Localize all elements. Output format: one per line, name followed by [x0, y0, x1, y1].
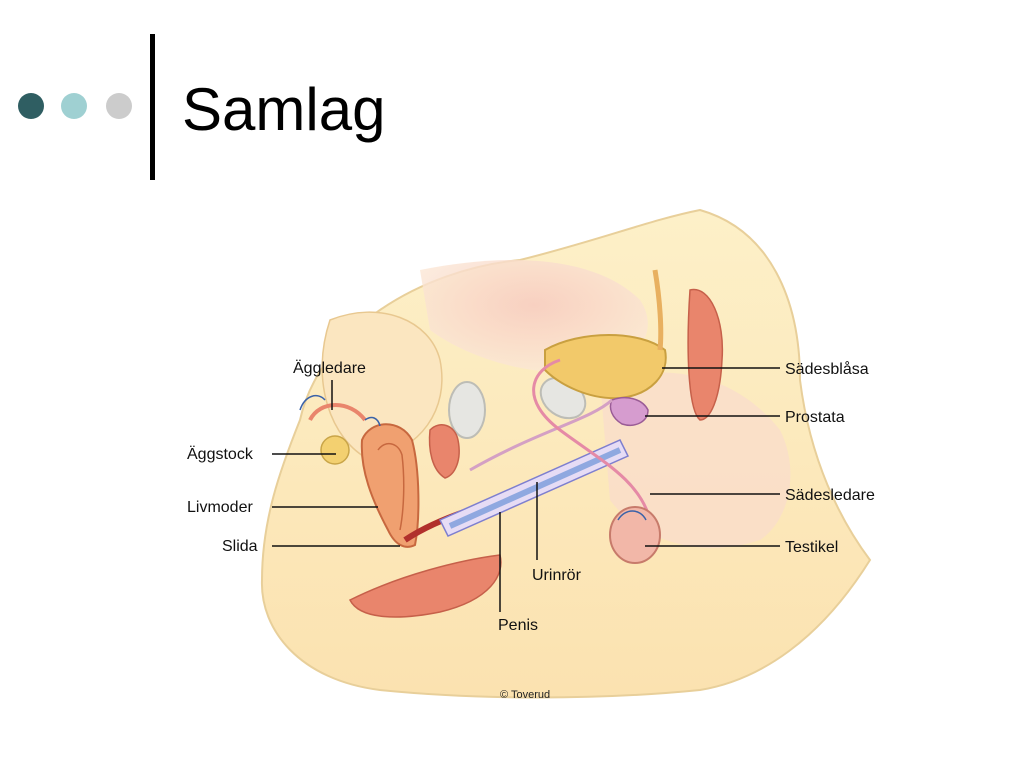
label-aggstock: Äggstock — [187, 445, 254, 463]
bullet-dot-gray — [106, 93, 132, 119]
bullet-dot-dark — [18, 93, 44, 119]
label-sadesledare: Sädesledare — [785, 487, 875, 504]
title-divider — [150, 34, 155, 180]
label-aggledare: Äggledare — [293, 359, 366, 377]
title-bullet-dots — [18, 93, 134, 121]
credit-text: © Toverud — [500, 689, 550, 701]
label-slida: Slida — [222, 538, 258, 555]
leader-lines — [272, 367, 780, 612]
label-urinror: Urinrör — [532, 567, 582, 584]
label-prostata: Prostata — [785, 409, 845, 426]
background-tissue — [260, 208, 872, 699]
label-sadesblasa: Sädesblåsa — [785, 360, 869, 378]
male-organs — [438, 269, 667, 564]
bullet-dot-light — [61, 93, 87, 119]
label-testikel: Testikel — [785, 539, 838, 556]
slide-title: Samlag — [182, 76, 386, 143]
label-livmoder: Livmoder — [187, 499, 253, 516]
female-organs — [299, 394, 471, 548]
diagram-labels: Äggledare Äggstock Livmoder Slida Sädesb… — [187, 359, 875, 701]
label-penis: Penis — [498, 617, 538, 634]
